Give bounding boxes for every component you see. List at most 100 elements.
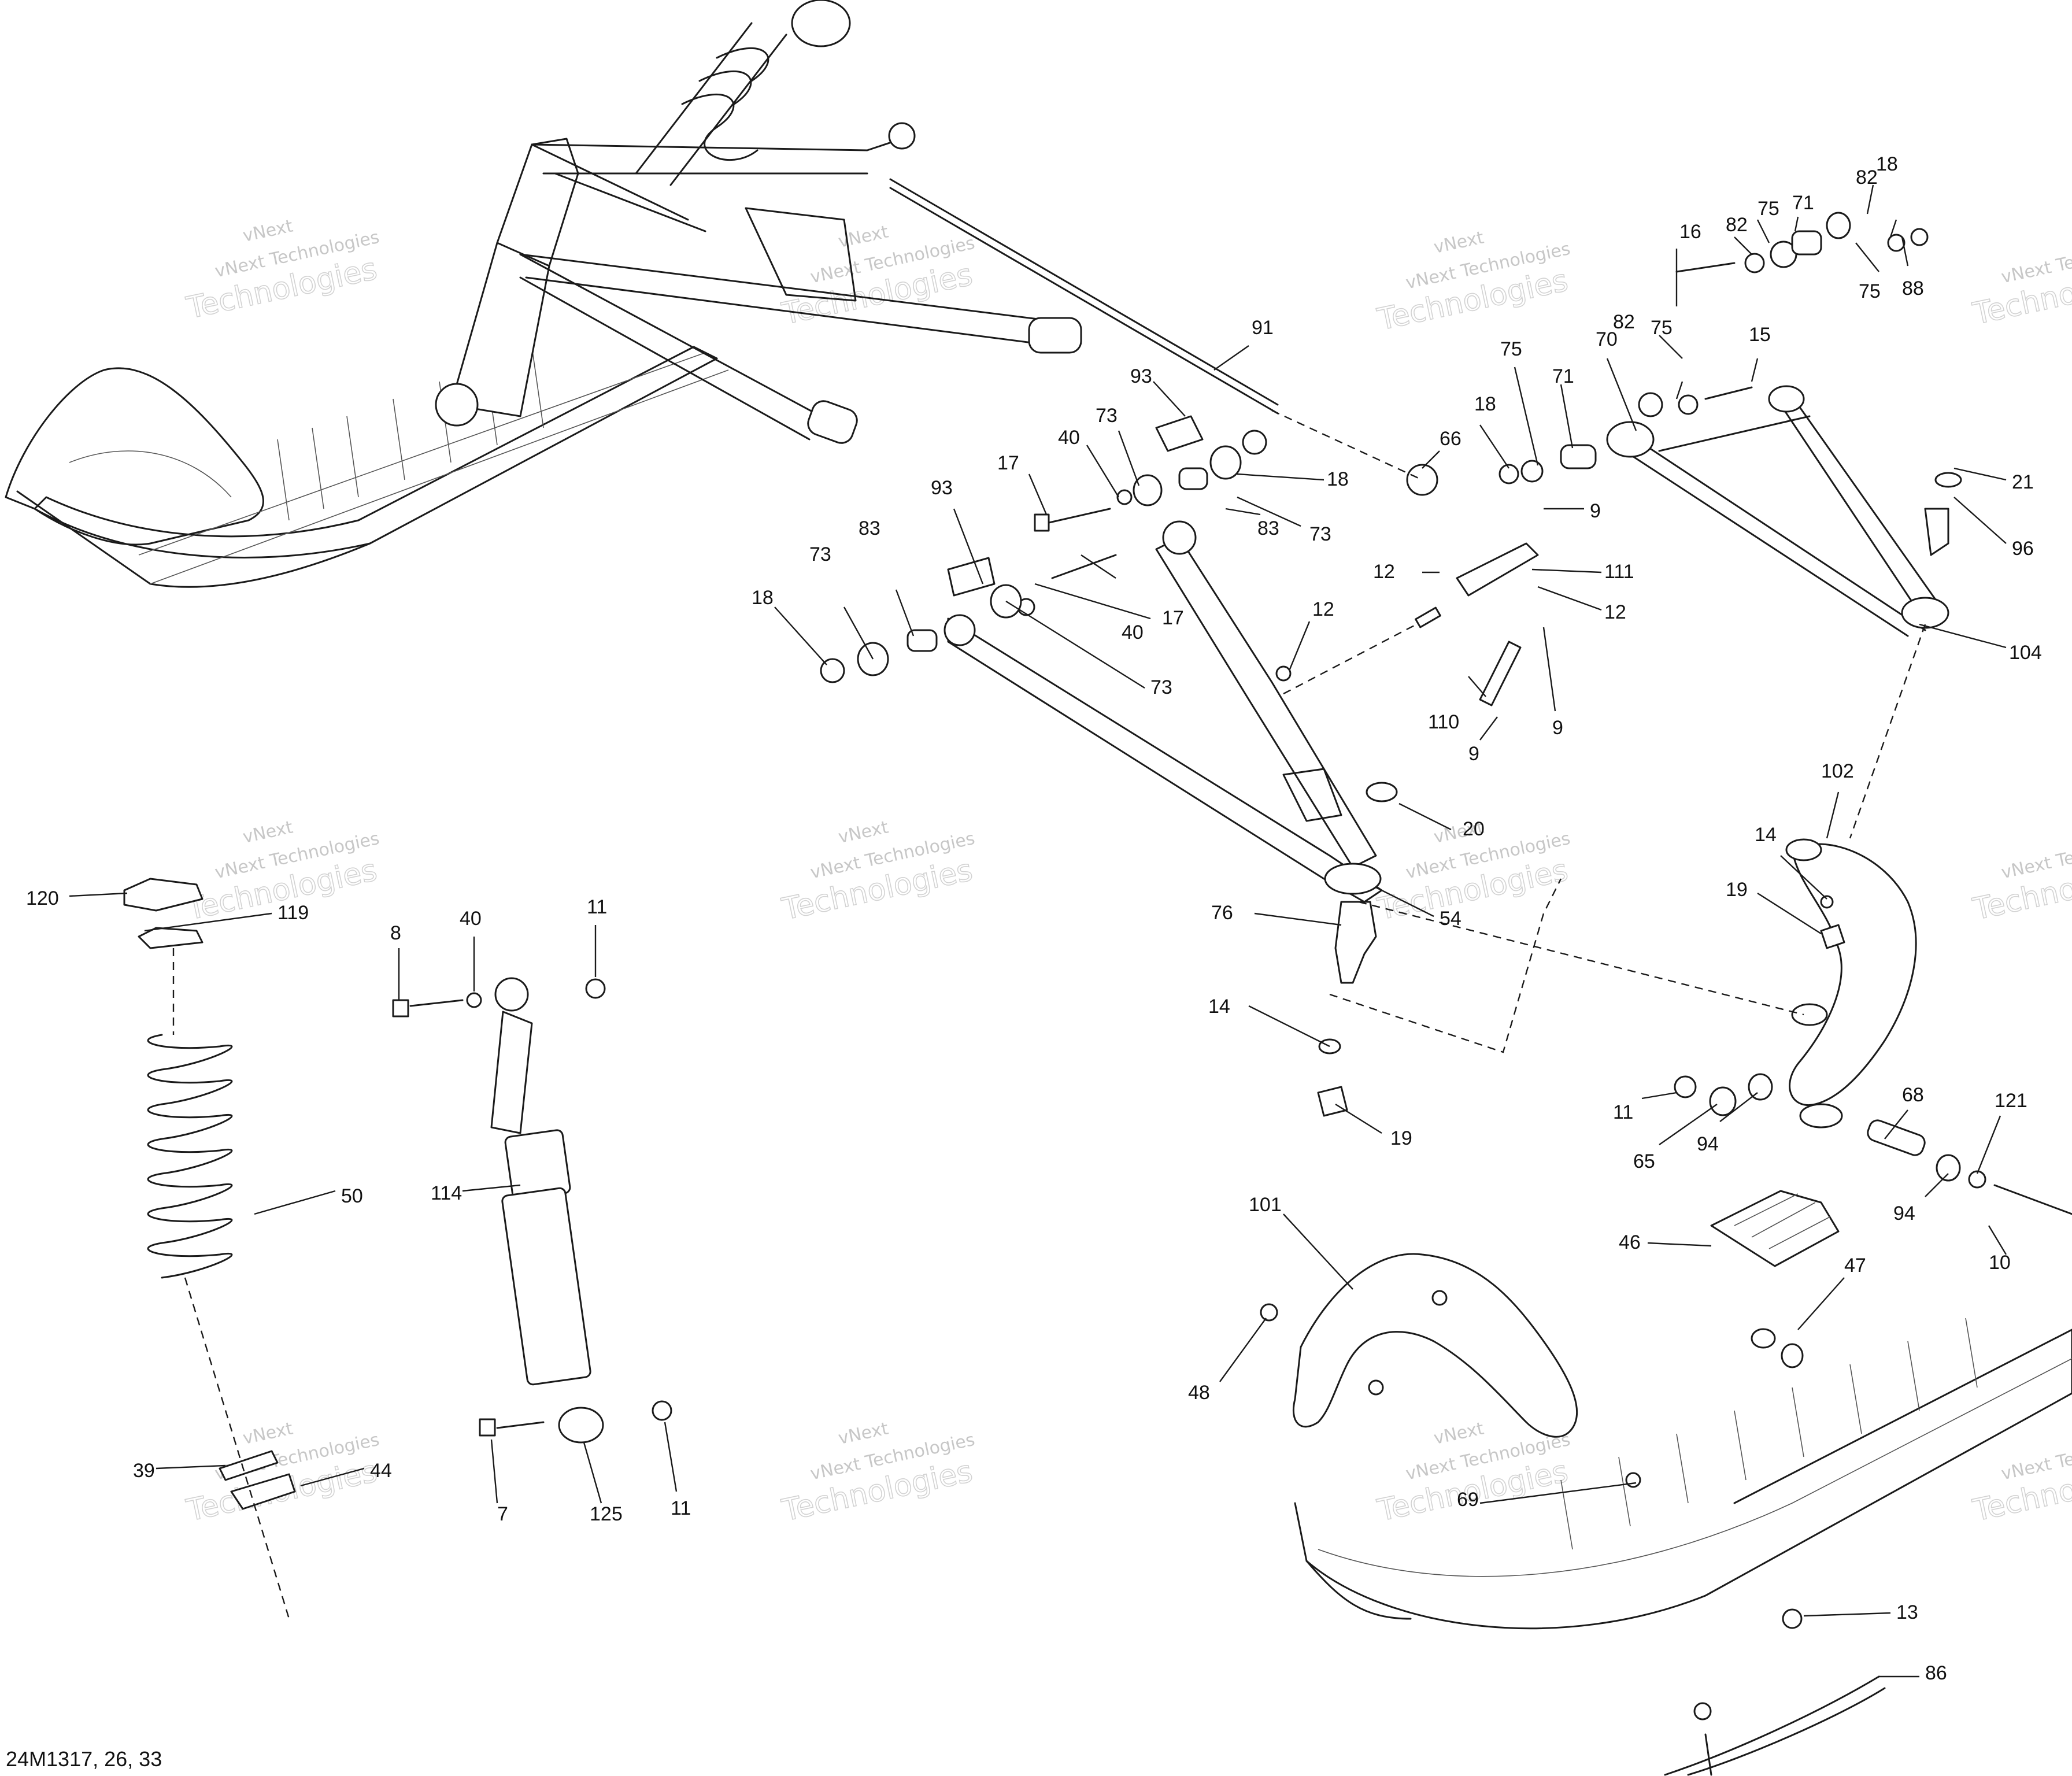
callout-120: 120 bbox=[26, 887, 59, 909]
callout-44: 44 bbox=[370, 1460, 392, 1482]
callout-40: 40 bbox=[1122, 621, 1144, 643]
svg-text:vNext: vNext bbox=[1432, 1418, 1486, 1449]
callout-82: 82 bbox=[1856, 166, 1878, 188]
callout-47: 47 bbox=[1844, 1255, 1866, 1276]
svg-text:vNext: vNext bbox=[241, 817, 295, 848]
callout-15: 15 bbox=[1749, 324, 1771, 346]
callout-17: 17 bbox=[997, 452, 1019, 474]
callout-14: 14 bbox=[1208, 996, 1230, 1018]
shock-absorber bbox=[392, 977, 672, 1444]
callout-18: 18 bbox=[1876, 153, 1898, 175]
callout-48: 48 bbox=[1188, 1382, 1210, 1404]
callout-121: 121 bbox=[1995, 1090, 2027, 1112]
callout-94: 94 bbox=[1893, 1202, 1915, 1224]
callout-labels: 91 93 73 40 17 18 83 73 93 83 73 18 17 4… bbox=[26, 153, 2042, 1684]
assembly-dashed-lines bbox=[172, 409, 1926, 1619]
callout-75: 75 bbox=[1758, 198, 1779, 220]
svg-text:vNext: vNext bbox=[241, 1418, 295, 1449]
callout-86: 86 bbox=[1925, 1662, 1947, 1684]
ski-axle-hardware bbox=[1674, 1073, 2072, 1267]
callout-102: 102 bbox=[1821, 760, 1854, 782]
watermark: vNext vNext Technologies Technologies bbox=[778, 817, 976, 927]
callout-70: 70 bbox=[1596, 328, 1618, 350]
callout-11: 11 bbox=[587, 896, 607, 918]
callout-73: 73 bbox=[1309, 523, 1331, 545]
callout-18: 18 bbox=[1327, 468, 1349, 490]
callout-12: 12 bbox=[1373, 561, 1395, 583]
callout-12: 12 bbox=[1604, 601, 1626, 623]
a-arm-hardware bbox=[820, 415, 1398, 1117]
callout-114: 114 bbox=[431, 1182, 462, 1204]
callout-111: 111 bbox=[1604, 561, 1634, 583]
callout-65: 65 bbox=[1633, 1150, 1655, 1172]
callout-75: 75 bbox=[1651, 317, 1673, 339]
watermark: vNext vNext Technologies Technologies bbox=[778, 1418, 976, 1529]
callout-10: 10 bbox=[1989, 1252, 2011, 1274]
callout-21: 21 bbox=[2012, 471, 2034, 493]
callout-50: 50 bbox=[341, 1185, 363, 1207]
callout-40: 40 bbox=[460, 908, 482, 930]
callout-19: 19 bbox=[1390, 1127, 1412, 1149]
callout-83: 83 bbox=[1257, 517, 1279, 539]
callout-17: 17 bbox=[1162, 607, 1184, 629]
callout-71: 71 bbox=[1552, 365, 1574, 387]
callout-88: 88 bbox=[1902, 278, 1924, 299]
steering-linkage bbox=[1406, 212, 1929, 706]
svg-text:vNext: vNext bbox=[241, 216, 295, 246]
watermark: vNext Technologies Technologies bbox=[1969, 828, 2072, 928]
callout-125: 125 bbox=[590, 1503, 623, 1525]
callout-91: 91 bbox=[1252, 317, 1274, 339]
callout-101: 101 bbox=[1249, 1194, 1282, 1216]
lower-a-arm bbox=[944, 520, 1383, 903]
callout-83: 83 bbox=[859, 517, 880, 539]
callout-82: 82 bbox=[1613, 311, 1635, 333]
callout-94: 94 bbox=[1697, 1133, 1719, 1155]
callout-18: 18 bbox=[752, 587, 774, 609]
svg-text:vNext: vNext bbox=[1432, 227, 1486, 258]
callout-75: 75 bbox=[1859, 280, 1881, 302]
callout-69: 69 bbox=[1457, 1489, 1479, 1511]
watermark: vNext vNext Technologies Technologies bbox=[1374, 227, 1572, 338]
spindle bbox=[1785, 838, 1917, 1128]
callout-119: 119 bbox=[278, 902, 309, 924]
upper-a-arm bbox=[1606, 385, 1962, 637]
callout-11: 11 bbox=[671, 1497, 691, 1519]
callout-76: 76 bbox=[1211, 902, 1233, 924]
callout-54: 54 bbox=[1440, 908, 1462, 930]
callout-9: 9 bbox=[1552, 717, 1563, 739]
callout-73: 73 bbox=[1096, 405, 1118, 427]
callout-110: 110 bbox=[1428, 711, 1459, 733]
callout-71: 71 bbox=[1792, 192, 1814, 214]
callout-93: 93 bbox=[1130, 365, 1152, 387]
leader-lines bbox=[69, 184, 2007, 1678]
callout-75: 75 bbox=[1500, 338, 1522, 360]
callout-11: 11 bbox=[1613, 1101, 1633, 1123]
callout-73: 73 bbox=[1150, 676, 1172, 698]
callout-39: 39 bbox=[133, 1460, 155, 1482]
assembled-suspension-view bbox=[5, 0, 1279, 588]
callout-93: 93 bbox=[931, 477, 953, 499]
callout-40: 40 bbox=[1058, 427, 1080, 449]
callout-14: 14 bbox=[1755, 824, 1777, 846]
callout-46: 46 bbox=[1619, 1231, 1641, 1253]
callout-82: 82 bbox=[1726, 214, 1748, 236]
callout-66: 66 bbox=[1440, 428, 1462, 450]
spring-stack bbox=[123, 878, 296, 1510]
diagram-reference-code: 24M1317, 26, 33 bbox=[6, 1747, 162, 1771]
callout-68: 68 bbox=[1902, 1084, 1924, 1106]
callout-16: 16 bbox=[1679, 221, 1701, 243]
callout-18: 18 bbox=[1474, 393, 1496, 415]
svg-text:vNext: vNext bbox=[837, 1418, 890, 1449]
callout-7: 7 bbox=[497, 1503, 508, 1525]
callout-13: 13 bbox=[1896, 1601, 1918, 1623]
callout-9: 9 bbox=[1590, 500, 1601, 522]
callout-12: 12 bbox=[1312, 598, 1334, 620]
svg-text:vNext: vNext bbox=[837, 817, 890, 848]
callout-19: 19 bbox=[1726, 879, 1748, 901]
callout-8: 8 bbox=[390, 922, 401, 944]
callout-104: 104 bbox=[2009, 642, 2042, 664]
watermark: vNext vNext Technologies Technologies bbox=[183, 1418, 381, 1529]
callout-73: 73 bbox=[809, 543, 831, 565]
callout-9: 9 bbox=[1468, 743, 1479, 765]
